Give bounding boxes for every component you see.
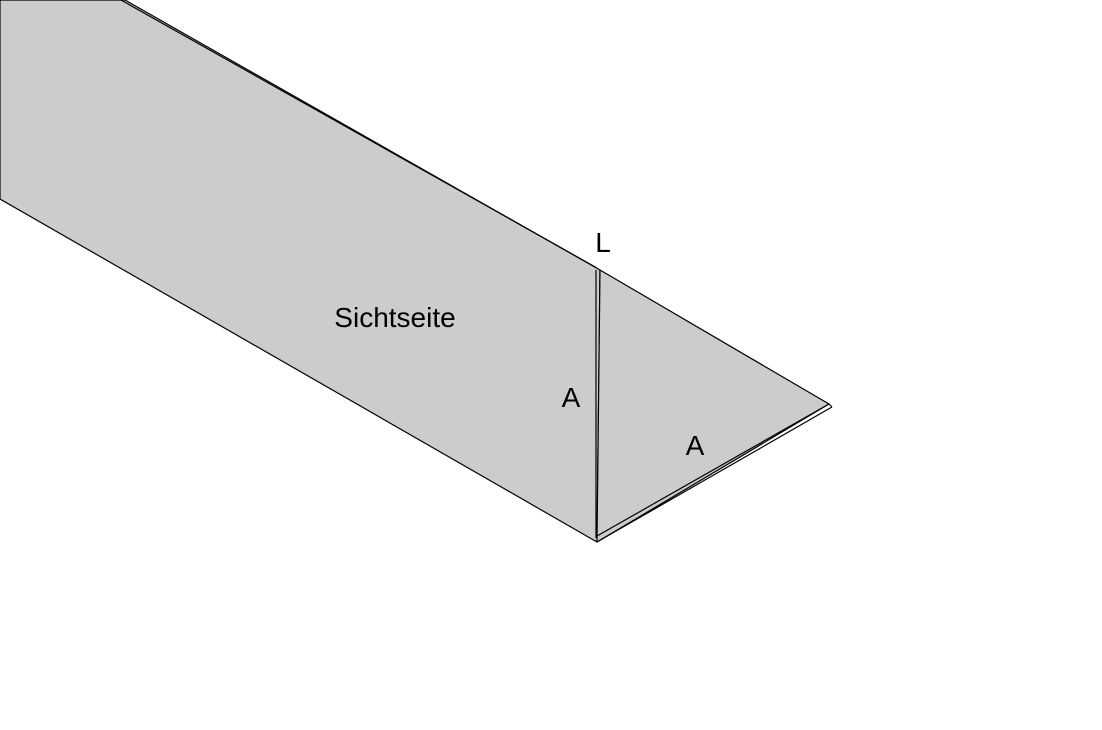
visible-side-face <box>0 0 601 543</box>
bottom-leg-edge-outer <box>596 406 833 543</box>
leg-horizontal-label: A <box>686 430 705 461</box>
length-label: L <box>595 227 611 258</box>
end-face <box>596 269 830 543</box>
top-edge-thickness-line <box>120 0 598 269</box>
leg-vertical-label: A <box>562 382 581 413</box>
bottom-leg-thickness-line <box>596 403 830 537</box>
visible-side-label: Sichtseite <box>334 302 455 333</box>
leg-tip-line <box>828 403 833 408</box>
